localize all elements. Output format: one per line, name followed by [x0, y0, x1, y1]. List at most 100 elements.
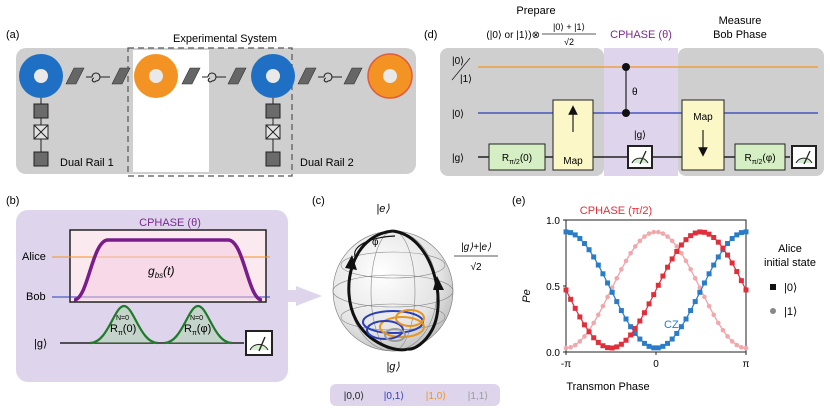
- y-axis-label: Pe: [521, 289, 533, 302]
- pulse-2-label: Rπ(φ): [184, 323, 211, 337]
- data-point: [591, 254, 597, 260]
- coupler-chain-1: [65, 67, 363, 85]
- map-gate-1-label: Map: [563, 156, 583, 167]
- trajectory-left: [347, 229, 409, 352]
- x-tick-label: -π: [561, 359, 571, 370]
- pulse-1-label: Rπ(0): [110, 323, 136, 337]
- resonator-blue-1: [19, 54, 63, 98]
- prepare-state: (|0⟩ or |1⟩)⊗: [486, 30, 540, 41]
- data-point: [669, 336, 675, 342]
- data-point: [641, 310, 647, 316]
- data-point: [572, 305, 578, 311]
- map-gate-2-label: Map: [693, 112, 713, 123]
- data-point: [568, 230, 574, 236]
- system-background: [16, 48, 416, 174]
- bloch-top-label: |e⟩: [376, 203, 390, 215]
- y-tick-label: 0.0: [546, 348, 560, 359]
- meter-icon-b: [245, 330, 273, 356]
- data-point: [577, 236, 583, 242]
- data-point: [642, 234, 647, 239]
- data-point: [628, 332, 634, 338]
- data-point: [702, 294, 707, 300]
- phase-loops: [362, 309, 425, 342]
- meter-label: |g⟩: [634, 130, 646, 141]
- data-point: [669, 238, 675, 244]
- data-point: [573, 342, 578, 348]
- panel-label-c: (c): [312, 195, 325, 207]
- data-point: [701, 229, 707, 235]
- series-line: [565, 231, 747, 349]
- data-point: [683, 258, 689, 264]
- data-point: [646, 343, 652, 349]
- data-point: [619, 267, 624, 272]
- data-point: [577, 314, 583, 320]
- series-line: [565, 231, 747, 349]
- panel-label-d: (d): [424, 29, 437, 41]
- data-point: [725, 241, 731, 247]
- data-point: [563, 345, 569, 351]
- data-point: [581, 241, 587, 247]
- data-point: [595, 262, 601, 268]
- data-point: [743, 345, 749, 351]
- ground-label: |g⟩: [34, 338, 47, 350]
- cphase-control-dot: [622, 63, 630, 71]
- data-point: [600, 343, 606, 349]
- data-point: [683, 316, 689, 322]
- dual-rail-2-label: Dual Rail 2: [300, 157, 354, 169]
- x-axis-label: Transmon Phase: [566, 381, 649, 393]
- resonator-blue-2: [251, 54, 295, 98]
- data-point: [674, 330, 680, 336]
- dual-rail-1-label: Dual Rail 1: [60, 157, 114, 169]
- legend-title-1: Alice: [778, 243, 802, 255]
- legend-marker-circle: [770, 308, 776, 314]
- data-point: [729, 260, 735, 266]
- data-point: [609, 289, 615, 295]
- legend-label-1: |1⟩: [784, 306, 797, 318]
- data-point: [568, 345, 573, 350]
- resonator-orange-1: [134, 54, 178, 98]
- bloch-bottom-label: |g⟩: [386, 361, 400, 373]
- legend-marker-square: [770, 284, 776, 290]
- data-point: [632, 325, 638, 331]
- wire2-label: |0⟩: [452, 109, 464, 120]
- data-point: [711, 234, 717, 240]
- experimental-dashed-box: [127, 47, 293, 177]
- data-point: [692, 230, 698, 236]
- data-point: [720, 327, 726, 333]
- data-point: [701, 280, 707, 286]
- cphase-column-title: CPHASE (θ): [610, 29, 672, 41]
- data-point: [577, 339, 583, 344]
- rotation-gate-2: [734, 143, 786, 171]
- data-point: [688, 267, 693, 272]
- legend-label-0: |0⟩: [784, 282, 797, 294]
- data-point: [688, 308, 694, 314]
- data-point: [665, 234, 670, 239]
- data-point: [674, 244, 679, 249]
- data-point: [655, 345, 661, 351]
- bob-label: Bob: [26, 291, 46, 303]
- rotation-gate-1-label: Rπ/2(0): [502, 153, 532, 166]
- meter-icon-d1: [627, 145, 653, 169]
- data-point: [618, 308, 624, 314]
- data-point: [605, 345, 611, 351]
- data-point: [692, 299, 698, 305]
- data-point: [725, 334, 730, 339]
- data-point: [674, 248, 680, 254]
- measure-title-2: Bob Phase: [713, 29, 767, 41]
- data-point: [637, 238, 643, 244]
- data-point: [651, 292, 657, 298]
- pulse-2-top: N=0: [190, 315, 203, 322]
- spiral-couplers: [86, 72, 342, 83]
- data-point: [600, 303, 606, 309]
- data-point: [623, 258, 629, 264]
- data-point: [688, 233, 694, 239]
- data-point: [637, 336, 643, 342]
- wire1-label-a: |0⟩: [452, 56, 464, 67]
- data-point: [637, 318, 643, 324]
- trajectory-arrow-right: [433, 276, 444, 290]
- x-tick-label: π: [743, 359, 750, 370]
- trajectory-right: [392, 229, 440, 351]
- cphase-target-dot: [622, 109, 630, 117]
